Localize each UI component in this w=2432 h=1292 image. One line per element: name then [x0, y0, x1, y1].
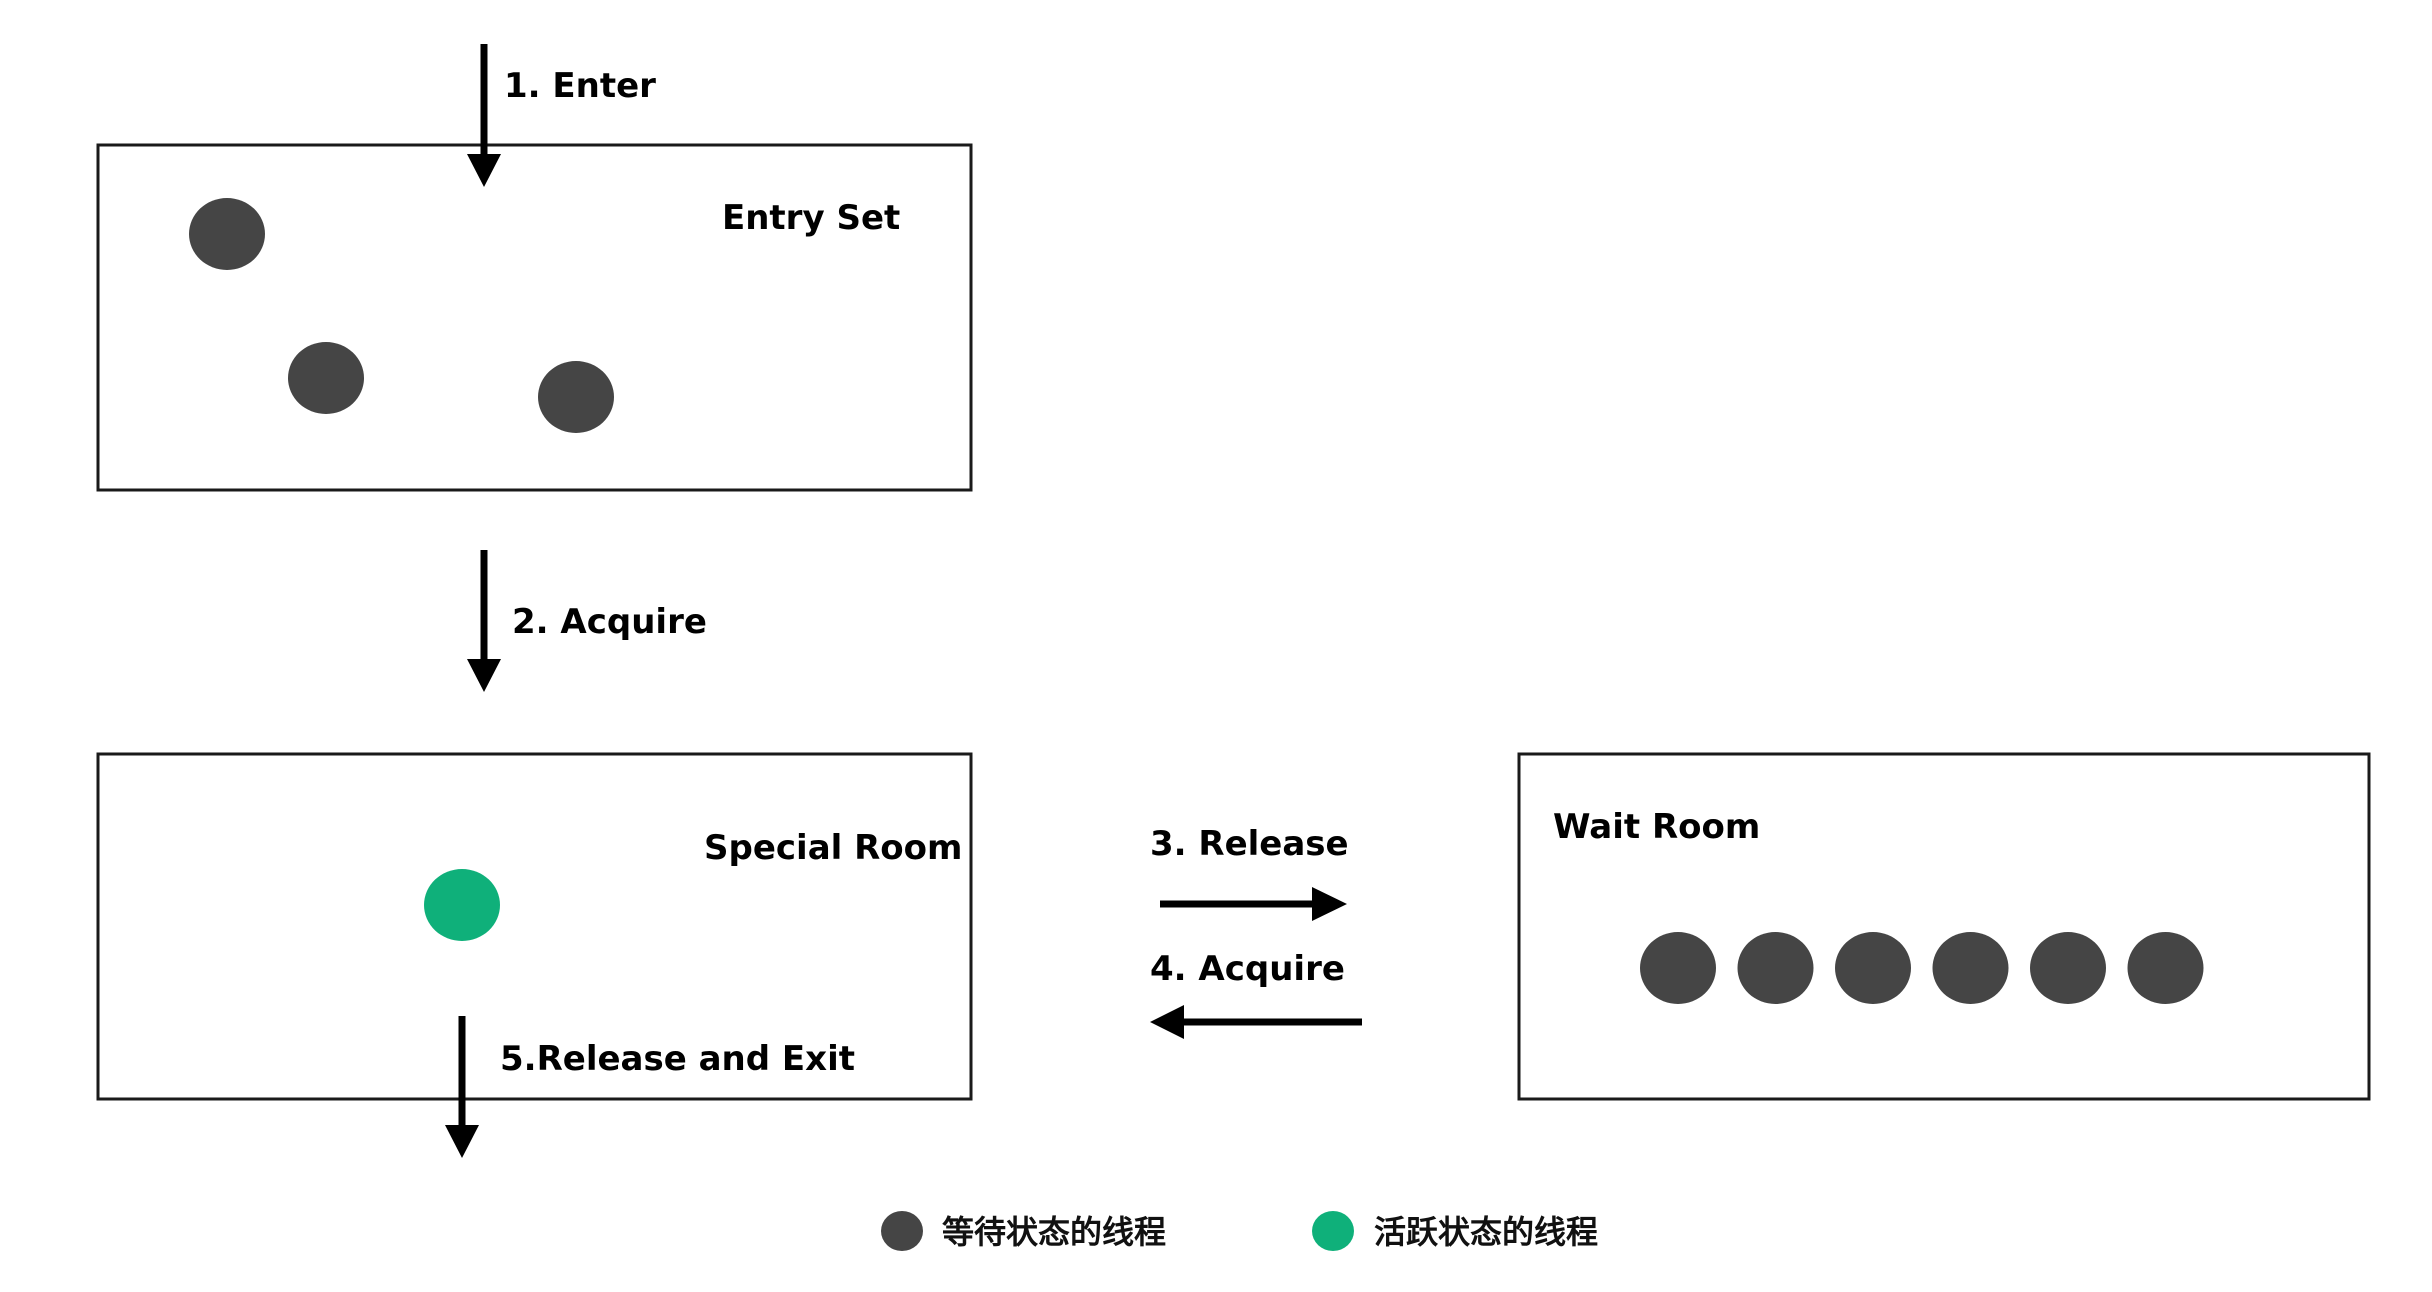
release-arrow-head: [1312, 887, 1347, 921]
special-room: Special Room: [96, 752, 973, 1101]
enter-arrow-head: [467, 154, 501, 187]
wait-room-waiting-thread: [1640, 932, 1716, 1004]
entry-set-waiting-thread: [189, 198, 265, 270]
special-room-box: [96, 752, 973, 1101]
entry-set: Entry Set: [96, 143, 973, 492]
reacquire-arrow-head: [1150, 1005, 1184, 1039]
entry-set-box: [96, 143, 973, 492]
wait-room-threads: [1640, 932, 2204, 1004]
enter-arrow: 1. Enter: [467, 44, 656, 187]
wait-room-waiting-thread: [1835, 932, 1911, 1004]
legend-waiting-dot: [881, 1211, 923, 1251]
special-room-label: Special Room: [704, 828, 962, 868]
enter-step-label: 1. Enter: [504, 66, 656, 106]
entry-set-label: Entry Set: [722, 198, 900, 238]
wait-room-waiting-thread: [2127, 932, 2204, 1004]
legend-waiting-label: 等待状态的线程: [942, 1213, 1166, 1251]
legend: 等待状态的线程 活跃状态的线程: [881, 1211, 1598, 1251]
wait-room-label: Wait Room: [1553, 807, 1760, 847]
acquire-arrow-head: [467, 659, 501, 692]
release-arrow: 3. Release: [1150, 824, 1349, 921]
exit-arrow: 5.Release and Exit: [445, 1016, 855, 1158]
entry-set-waiting-thread: [538, 361, 614, 433]
wait-room-waiting-thread: [1737, 932, 1814, 1004]
legend-active-dot: [1312, 1211, 1354, 1251]
reacquire-arrow: 4. Acquire: [1150, 949, 1362, 1039]
wait-room-waiting-thread: [1932, 932, 2009, 1004]
entry-set-waiting-thread: [288, 342, 364, 414]
wait-room-box: [1517, 752, 2371, 1101]
release-step-label: 3. Release: [1150, 824, 1349, 864]
reacquire-step-label: 4. Acquire: [1150, 949, 1345, 989]
wait-room-waiting-thread: [2030, 932, 2106, 1004]
legend-active-label: 活跃状态的线程: [1374, 1213, 1598, 1251]
wait-room: Wait Room: [1517, 752, 2371, 1101]
exit-step-label: 5.Release and Exit: [500, 1039, 855, 1079]
exit-arrow-head: [445, 1125, 479, 1158]
acquire-arrow: 2. Acquire: [467, 550, 707, 692]
active-thread: [424, 869, 500, 941]
acquire-step-label: 2. Acquire: [512, 602, 707, 642]
